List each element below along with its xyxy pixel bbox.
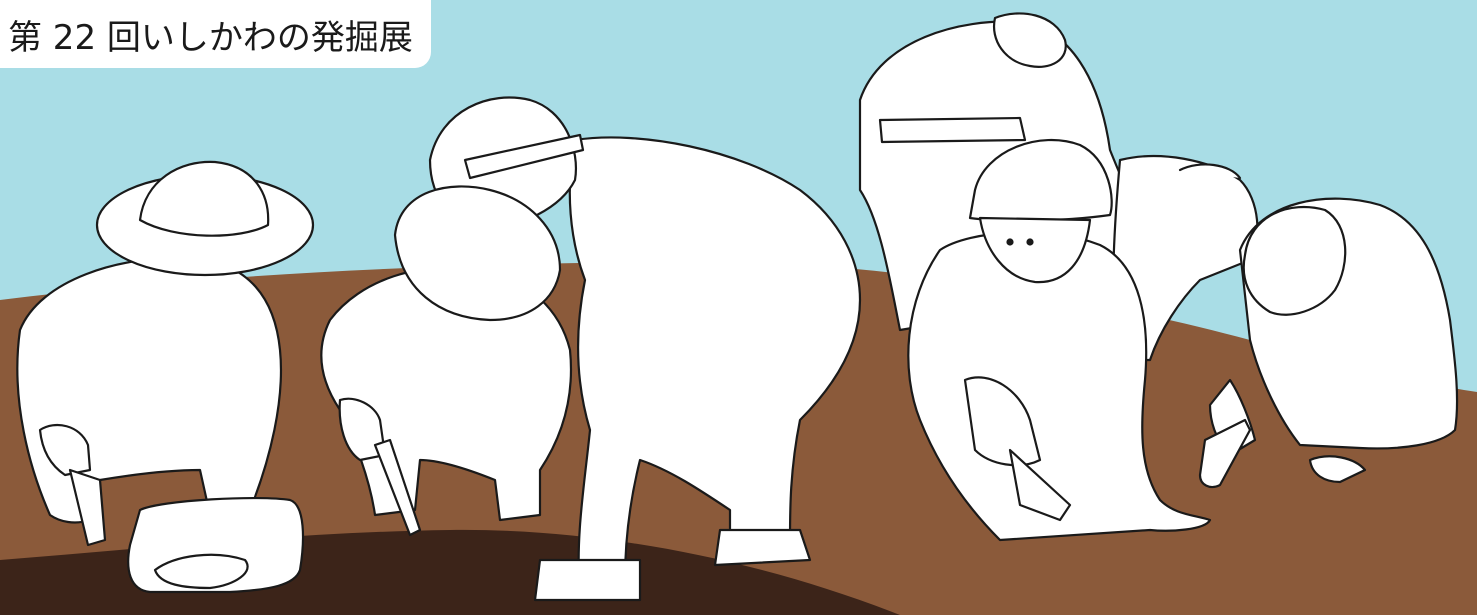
title-badge: 第 22 回いしかわの発掘展 bbox=[0, 0, 431, 68]
digger-with-helmet-kneeling bbox=[907, 138, 1212, 542]
digger-kneeling-right bbox=[1198, 197, 1459, 489]
page-title: 第 22 回いしかわの発掘展 bbox=[8, 17, 413, 58]
digger-with-brim-hat bbox=[16, 160, 315, 594]
digger-with-helmet-crouching bbox=[320, 185, 573, 537]
digger-crouching-back bbox=[1112, 154, 1259, 362]
